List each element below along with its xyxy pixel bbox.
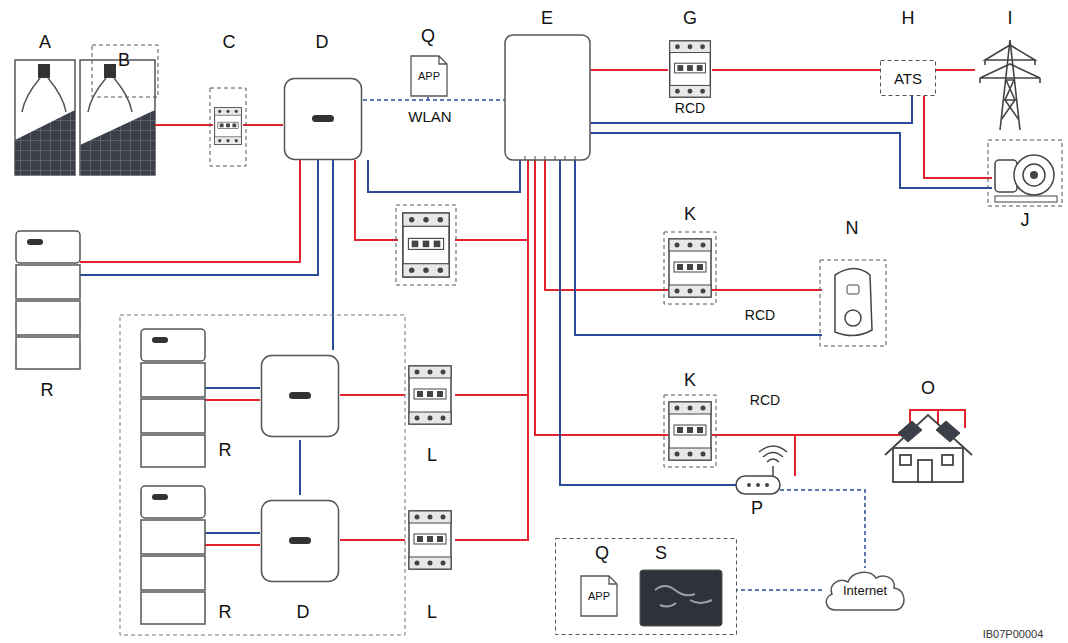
inverter xyxy=(120,79,405,636)
node-text: APP xyxy=(588,591,610,602)
router xyxy=(736,446,787,494)
node-text: ATS xyxy=(894,71,922,86)
pv-panel xyxy=(15,45,158,175)
callout-letter: L xyxy=(427,603,437,621)
callout-letter: RCD xyxy=(745,308,775,322)
callout-letter: H xyxy=(902,9,915,27)
callout-letter: E xyxy=(541,9,553,27)
app-icon: APP xyxy=(410,55,448,97)
callout-letter: R xyxy=(219,441,232,459)
figure-code: IB07P00004 xyxy=(983,629,1044,640)
callout-letter: Q xyxy=(421,27,435,45)
node-text: Internet xyxy=(843,584,887,597)
callout-letter: D xyxy=(316,33,329,51)
house xyxy=(885,415,972,482)
callout-letter: L xyxy=(427,446,437,464)
callout-letter: J xyxy=(1021,211,1030,229)
node-text: Q xyxy=(595,544,609,562)
node-text: S xyxy=(655,544,667,562)
monitoring-group: Q S APP xyxy=(555,538,737,635)
callout-letter: A xyxy=(39,33,51,51)
callout-letter: G xyxy=(683,9,697,27)
ev-charger xyxy=(820,260,886,346)
callout-letter: P xyxy=(751,499,763,517)
callout-letter: K xyxy=(684,205,696,223)
circuit-breaker xyxy=(210,41,716,569)
callout-letter: K xyxy=(684,371,696,389)
ats-box: ATS xyxy=(880,60,936,96)
callout-letter: WLAN xyxy=(408,109,451,124)
internet-cloud: Internet xyxy=(822,568,908,612)
node-text: APP xyxy=(418,71,440,82)
callout-letter: R xyxy=(219,603,232,621)
callout-letter: D xyxy=(297,603,310,621)
battery xyxy=(16,231,205,624)
callout-letter: R xyxy=(41,381,54,399)
callout-letter: O xyxy=(921,379,935,397)
power-sensor-box xyxy=(505,35,590,160)
management-screen xyxy=(640,570,722,626)
callout-letter: C xyxy=(223,33,236,51)
power-grid-pylon xyxy=(980,40,1040,130)
callout-letter: I xyxy=(1007,9,1012,27)
callout-letter: RCD xyxy=(750,393,780,407)
network-link xyxy=(737,589,822,591)
generator xyxy=(988,140,1062,206)
callout-letter: B xyxy=(118,51,130,69)
callout-letter: RCD xyxy=(675,101,705,115)
callout-letter: N xyxy=(846,219,859,237)
app-icon: APP xyxy=(580,575,618,617)
